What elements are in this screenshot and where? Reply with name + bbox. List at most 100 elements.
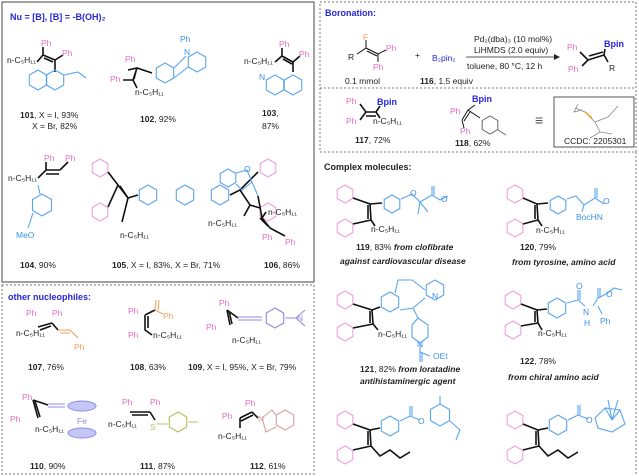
compound-102: N Ph Ph Ph n-C₅H₁₁ 102, 92% bbox=[110, 34, 207, 124]
svg-text:N: N bbox=[297, 313, 303, 323]
compound-119: O O n-C₅H₁₁ 119, 83% from clofibrate aga… bbox=[336, 184, 466, 266]
svg-text:R: R bbox=[348, 52, 354, 62]
svg-text:O: O bbox=[410, 188, 417, 198]
svg-text:CCDC: 2205301: CCDC: 2205301 bbox=[564, 136, 627, 146]
svg-text:Ph: Ph bbox=[299, 49, 310, 59]
svg-text:N: N bbox=[417, 339, 423, 349]
ring bbox=[429, 403, 451, 427]
compound-122: N H O O Ph n-C₅H₁₁ 122, 78% from chiral … bbox=[504, 281, 623, 382]
compound-110: Fe Ph Ph n-C₅H₁₁ 110, 90% bbox=[10, 392, 97, 471]
compound-104: Ph Ph n-C₅H₁₁ MeO 104, 90% bbox=[8, 153, 76, 270]
svg-text:Ph: Ph bbox=[450, 106, 461, 116]
ring bbox=[187, 51, 207, 73]
svg-text:Ph: Ph bbox=[26, 308, 37, 318]
ring bbox=[380, 291, 400, 313]
svg-text:n-C₅H₁₁: n-C₅H₁₁ bbox=[536, 225, 565, 235]
svg-text:Ph: Ph bbox=[386, 43, 397, 53]
svg-text:Bpin: Bpin bbox=[377, 97, 397, 107]
svg-text:from tyrosine, amino acid: from tyrosine, amino acid bbox=[512, 257, 616, 267]
svg-text:Ph: Ph bbox=[373, 62, 384, 72]
boronic-panel-title: Nu = [B], [B] = -B(OH)₂ bbox=[10, 12, 106, 22]
ring bbox=[91, 202, 109, 222]
svg-text:n-C₅H₁₁: n-C₅H₁₁ bbox=[244, 56, 273, 66]
svg-text:106, 86%: 106, 86% bbox=[264, 260, 300, 270]
svg-text:102, 92%: 102, 92% bbox=[140, 114, 176, 124]
svg-text:n-C₅H₁₁: n-C₅H₁₁ bbox=[208, 218, 237, 228]
svg-text:N: N bbox=[184, 47, 190, 57]
compound-101: Ph Ph n-C₅H₁₁ 101, X = I, 93% X = Br, 82… bbox=[7, 38, 87, 131]
svg-text:Ph: Ph bbox=[206, 322, 217, 332]
ring bbox=[481, 115, 499, 135]
svg-text:110, 90%: 110, 90% bbox=[30, 461, 66, 471]
svg-text:n-C₅H₁₁: n-C₅H₁₁ bbox=[108, 419, 137, 429]
compound-112: N Ph Ph n-C₅H₁₁ 112, 61% bbox=[218, 398, 295, 471]
compound-121: N N OEt n-C₅H₁₁ 121, 82% from loratadine… bbox=[336, 279, 460, 386]
ring bbox=[168, 411, 188, 433]
svg-text:n-C₅H₁₁: n-C₅H₁₁ bbox=[538, 328, 567, 338]
svg-text:0.1 mmol: 0.1 mmol bbox=[345, 76, 380, 86]
svg-text:n-C₅H₁₁: n-C₅H₁₁ bbox=[218, 431, 247, 441]
svg-text:O: O bbox=[586, 415, 593, 425]
svg-text:O: O bbox=[603, 196, 610, 206]
svg-text:Ph: Ph bbox=[41, 38, 52, 48]
svg-text:R: R bbox=[609, 63, 615, 73]
svg-text:Ph: Ph bbox=[219, 298, 230, 308]
svg-text:n-C₅H₁₁: n-C₅H₁₁ bbox=[373, 116, 402, 126]
complex-molecules-title: Complex molecules: bbox=[324, 162, 412, 172]
svg-text:n-C₅H₁₁: n-C₅H₁₁ bbox=[35, 424, 64, 434]
svg-text:antihistaminergic agent: antihistaminergic agent bbox=[360, 376, 457, 386]
svg-text:Ph: Ph bbox=[600, 316, 611, 326]
svg-text:112, 61%: 112, 61% bbox=[250, 461, 286, 471]
svg-text:Ph: Ph bbox=[125, 54, 136, 64]
svg-text:S: S bbox=[150, 422, 156, 432]
svg-text:Ph: Ph bbox=[110, 74, 121, 84]
svg-text:n-C₅H₁₁: n-C₅H₁₁ bbox=[7, 55, 36, 65]
svg-text:X = Br, 82%: X = Br, 82% bbox=[32, 121, 78, 131]
other-nucleophiles-panel bbox=[1, 284, 315, 475]
ring bbox=[506, 184, 524, 204]
svg-text:Ph: Ph bbox=[279, 39, 290, 49]
ring bbox=[31, 193, 53, 217]
svg-text:116, 1.5 equiv: 116, 1.5 equiv bbox=[420, 76, 474, 86]
svg-text:against cardiovascular disease: against cardiovascular disease bbox=[340, 256, 466, 266]
ring bbox=[275, 409, 295, 431]
svg-text:118, 62%: 118, 62% bbox=[455, 138, 491, 148]
compound-118: Bpin Ph Ph 118, 62% ≡ bbox=[450, 94, 543, 148]
compound-bornyl-ester: O bbox=[506, 399, 626, 465]
svg-text:n-C₅H₁₁: n-C₅H₁₁ bbox=[232, 335, 261, 345]
svg-text:Ph: Ph bbox=[180, 34, 191, 44]
ring bbox=[336, 322, 354, 342]
svg-text:Ph: Ph bbox=[346, 96, 357, 106]
svg-text:Ph: Ph bbox=[128, 330, 139, 340]
svg-text:101, X = I, 93%: 101, X = I, 93% bbox=[20, 110, 79, 120]
svg-text:from chiral amino acid: from chiral amino acid bbox=[508, 372, 599, 382]
svg-text:111, 87%: 111, 87% bbox=[140, 461, 175, 471]
ring bbox=[91, 158, 109, 178]
svg-text:n-C₅H₁₁: n-C₅H₁₁ bbox=[153, 330, 182, 340]
svg-text:Ph: Ph bbox=[150, 397, 161, 407]
svg-text:N: N bbox=[259, 72, 265, 82]
svg-text:n-C₅H₁₁: n-C₅H₁₁ bbox=[371, 224, 400, 234]
other-panel-title: other nucleophiles: bbox=[8, 292, 91, 302]
svg-text:n-C₅H₁₁: n-C₅H₁₁ bbox=[135, 87, 164, 97]
svg-text:Fe: Fe bbox=[77, 416, 87, 426]
ring bbox=[155, 62, 175, 84]
ring bbox=[547, 297, 567, 319]
svg-text:≡: ≡ bbox=[535, 112, 543, 128]
reaction-arrow-icon bbox=[554, 54, 560, 60]
svg-text:Bpin: Bpin bbox=[472, 94, 492, 104]
ring bbox=[336, 290, 354, 310]
svg-text:Ph: Ph bbox=[262, 232, 273, 242]
ring bbox=[336, 218, 354, 238]
ring bbox=[219, 168, 237, 188]
ring bbox=[265, 74, 285, 96]
ring bbox=[504, 290, 522, 310]
svg-text:121, 82% from loratadine: 121, 82% from loratadine bbox=[360, 364, 460, 374]
svg-text:N: N bbox=[583, 307, 589, 317]
svg-text:Ph: Ph bbox=[285, 237, 296, 247]
ring bbox=[28, 69, 48, 91]
svg-text:105, X = I, 83%, X = Br, 71%: 105, X = I, 83%, X = Br, 71% bbox=[112, 260, 221, 270]
svg-text:n-C₅H₁₁: n-C₅H₁₁ bbox=[16, 328, 45, 338]
svg-text:n-C₅H₁₁: n-C₅H₁₁ bbox=[268, 207, 297, 217]
svg-text:F: F bbox=[363, 32, 368, 42]
